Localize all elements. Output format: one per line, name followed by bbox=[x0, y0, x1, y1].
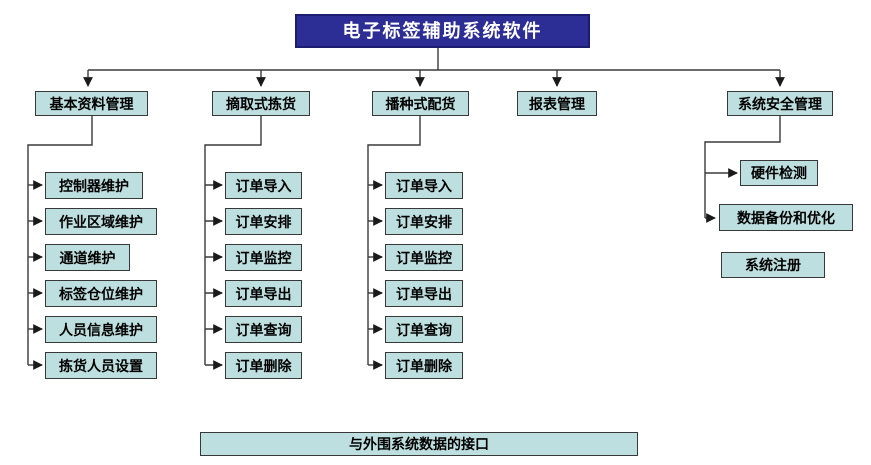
module-system-security: 系统安全管理 bbox=[727, 91, 833, 116]
module-basic-data-mgmt: 基本资料管理 bbox=[35, 91, 148, 116]
leaf-pick-order-monitor: 订单监控 bbox=[225, 244, 302, 271]
leaf-data-backup-optimize: 数据备份和优化 bbox=[719, 204, 853, 231]
leaf-pick-order-export: 订单导出 bbox=[225, 280, 302, 307]
leaf-hardware-check: 硬件检测 bbox=[740, 160, 818, 186]
leaf-seed-order-monitor: 订单监控 bbox=[385, 244, 463, 271]
module-pick-to-light: 摘取式拣货 bbox=[212, 91, 310, 116]
leaf-seed-order-delete: 订单删除 bbox=[385, 352, 463, 379]
leaf-work-area-maintenance: 作业区域维护 bbox=[45, 208, 157, 235]
leaf-seed-order-query: 订单查询 bbox=[385, 316, 463, 343]
leaf-seed-order-arrange: 订单安排 bbox=[385, 208, 463, 235]
module-report-mgmt: 报表管理 bbox=[517, 91, 597, 116]
leaf-pick-order-arrange: 订单安排 bbox=[225, 208, 302, 235]
leaf-pick-order-delete: 订单删除 bbox=[225, 352, 302, 379]
leaf-channel-maintenance: 通道维护 bbox=[45, 244, 130, 271]
external-system-interface-node: 与外围系统数据的接口 bbox=[200, 432, 638, 456]
leaf-picker-setup: 拣货人员设置 bbox=[45, 352, 157, 379]
module-seed-distribution: 播种式配货 bbox=[372, 91, 469, 116]
leaf-controller-maintenance: 控制器维护 bbox=[45, 172, 143, 199]
leaf-personnel-info-maintenance: 人员信息维护 bbox=[45, 316, 157, 343]
leaf-label-slot-maintenance: 标签仓位维护 bbox=[45, 280, 157, 307]
leaf-seed-order-import: 订单导入 bbox=[385, 172, 463, 199]
leaf-pick-order-import: 订单导入 bbox=[225, 172, 302, 199]
root-node-system-title: 电子标签辅助系统软件 bbox=[295, 14, 590, 48]
leaf-seed-order-export: 订单导出 bbox=[385, 280, 463, 307]
leaf-system-register: 系统注册 bbox=[721, 252, 825, 278]
leaf-pick-order-query: 订单查询 bbox=[225, 316, 302, 343]
